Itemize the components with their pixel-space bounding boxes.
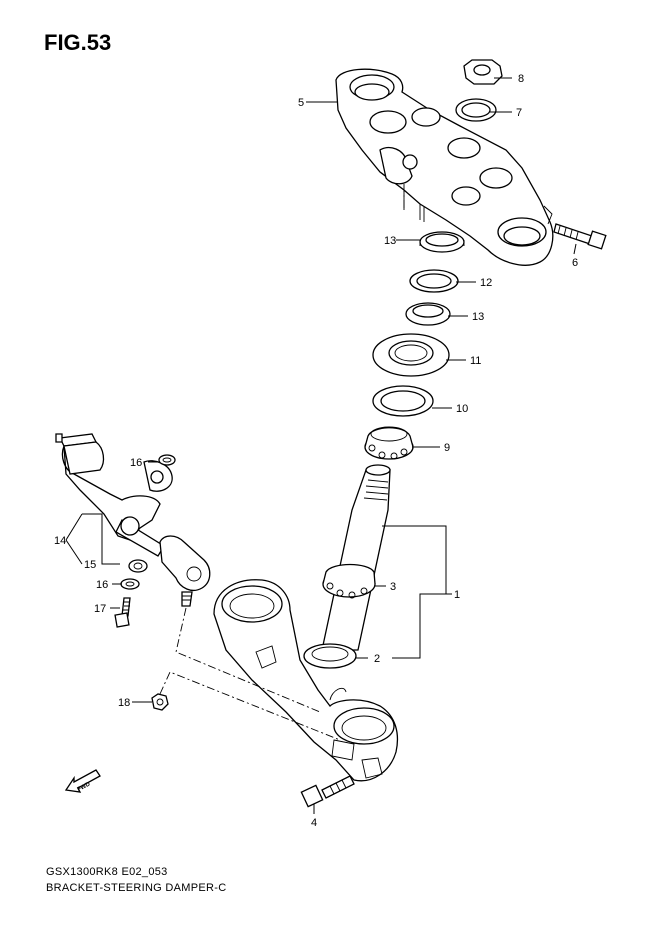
bolt-6 [553,223,607,250]
washer-16-upper [158,454,176,466]
callout-13-lower: 13 [472,311,484,323]
callout-4: 4 [311,817,317,829]
bolt-4 [300,775,355,808]
callout-13-upper: 13 [384,235,396,247]
callout-1: 1 [454,589,460,601]
callout-8: 8 [518,73,524,85]
callout-10: 10 [456,403,468,415]
callout-5: 5 [298,97,304,109]
callout-7: 7 [516,107,522,119]
callout-16-lower: 16 [96,579,108,591]
lock-nut-13-lower [405,302,451,326]
figure-title: FIG.53 [44,30,112,55]
bearing-9 [364,426,414,460]
lower-bracket-with-stem [213,464,399,782]
bolt-17 [114,597,131,628]
race-10 [372,385,434,417]
figure-caption: BRACKET-STEERING DAMPER-C [46,882,227,894]
washer-12 [409,269,459,293]
nut-18 [151,693,169,711]
callout-18: 18 [118,697,130,709]
model-code: GSX1300RK8 E02_053 [46,866,168,878]
spacer-15 [128,559,148,573]
callout-6: 6 [572,257,578,269]
lock-nut-13-upper [419,231,465,253]
callout-12: 12 [480,277,492,289]
callout-labels: 5 8 7 6 13 12 13 11 10 9 1 3 2 4 14 15 1… [54,73,578,829]
callout-3: 3 [390,581,396,593]
callout-14: 14 [54,535,66,547]
callout-2: 2 [374,653,380,665]
steering-stem-nut [463,59,503,85]
steering-damper [55,433,211,607]
callout-15: 15 [84,559,96,571]
washer-7 [455,98,497,122]
washer-16-lower [120,578,140,590]
leader-lines [65,77,577,814]
dust-seal-11 [372,333,450,377]
callout-16-upper: 16 [130,457,142,469]
fwd-arrow-icon [64,769,101,793]
callout-9: 9 [444,442,450,454]
upper-bracket [335,68,554,266]
seal-2 [303,643,357,669]
bearing-3 [322,563,376,599]
callout-17: 17 [94,603,106,615]
callout-11: 11 [470,355,481,367]
